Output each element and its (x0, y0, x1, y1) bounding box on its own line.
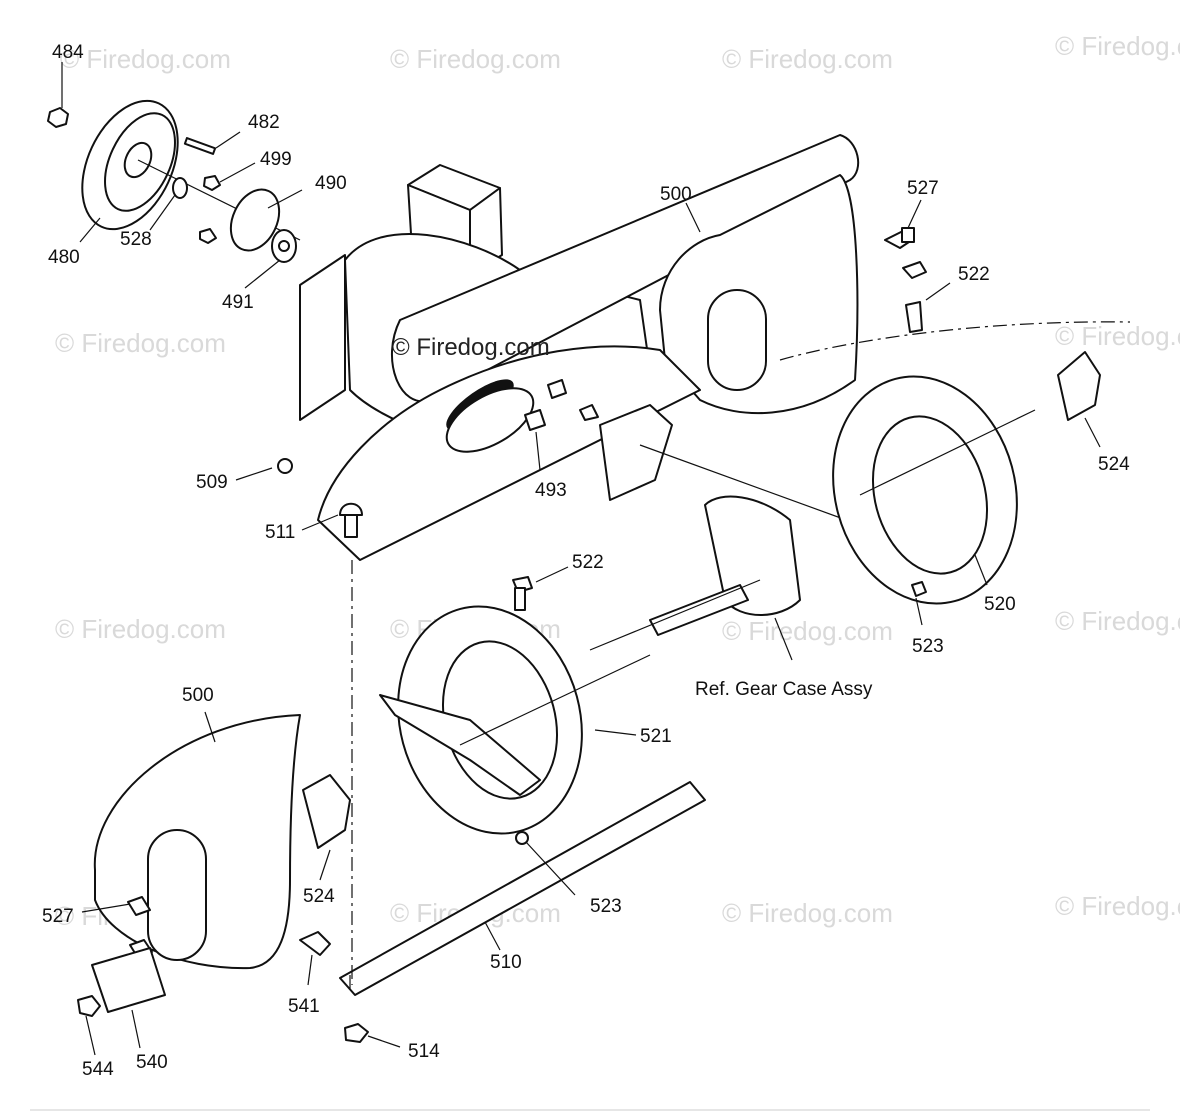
bolt-484 (47, 107, 69, 128)
watermark: © Firedog.com (390, 44, 561, 74)
callout-493: 493 (535, 480, 567, 501)
callout-509: 509 (196, 472, 228, 493)
callout-510: 510 (490, 952, 522, 973)
callout-523: 523 (590, 896, 622, 917)
callout-482: 482 (248, 112, 280, 133)
callout-544: 544 (82, 1059, 114, 1080)
watermark: © Firedog.com (1055, 321, 1180, 351)
dash-line (779, 321, 1131, 361)
auger-housing-500 (299, 134, 860, 561)
callout-540: 540 (136, 1052, 168, 1073)
nut-523-mid (911, 581, 927, 597)
spacer-528 (172, 177, 188, 199)
callout-520: 520 (984, 594, 1016, 615)
callout-500: 500 (660, 184, 692, 205)
callout-500: 500 (182, 685, 214, 706)
callout-491: 491 (222, 292, 254, 313)
pulley-480 (81, 99, 301, 241)
callout-523: 523 (912, 636, 944, 657)
callout-522: 522 (572, 552, 604, 573)
bearing-housing-490 (199, 175, 297, 263)
callout-527: 527 (42, 906, 74, 927)
watermark: © Firedog.com (722, 616, 893, 646)
auger-521 (379, 605, 651, 845)
watermark-center: © Firedog.com (392, 334, 550, 361)
callout-511: 511 (265, 522, 295, 543)
watermark: © Firedog.com (55, 614, 226, 644)
watermark: © Firedog.com (1055, 31, 1180, 61)
callout-480: 480 (48, 247, 80, 268)
bolt-541 (299, 931, 331, 956)
callout-484: 484 (52, 42, 84, 63)
bolt-527-top (884, 227, 915, 249)
watermark: © Firedog.com (1055, 606, 1180, 636)
watermark: © Firedog.com (55, 328, 226, 358)
leader-lines (61, 62, 1101, 1056)
bolt-522-mid (512, 576, 533, 611)
shave-plate-510 (339, 781, 706, 996)
nut-514 (344, 1023, 369, 1043)
callout-527: 527 (907, 178, 939, 199)
auger-520 (832, 351, 1101, 605)
watermark: © Firedog.com (60, 44, 231, 74)
bracket-540 (91, 947, 166, 1013)
watermark: © Firedog.com (1055, 891, 1180, 921)
callout-521: 521 (640, 726, 672, 747)
bolt-509 (277, 458, 293, 474)
callout-522: 522 (958, 264, 990, 285)
callout-514: 514 (408, 1041, 440, 1062)
carriage-bolt-511 (339, 502, 363, 538)
callout-490: 490 (315, 173, 347, 194)
nut-544 (77, 995, 101, 1017)
callouts: 484 482 499 490 480 528 491 500 527 522 … (42, 42, 1130, 1080)
side-housing-500-bottom (93, 714, 351, 970)
reference-label-gear-case: Ref. Gear Case Assy (695, 679, 873, 700)
watermark: © Firedog.com (722, 898, 893, 928)
callout-541: 541 (288, 996, 320, 1017)
key-482 (183, 137, 217, 155)
gear-case-assy (589, 404, 861, 651)
bolt-522-top (902, 261, 927, 333)
watermark: © Firedog.com (722, 44, 893, 74)
callout-524: 524 (1098, 454, 1130, 475)
callout-499: 499 (260, 149, 292, 170)
callout-528: 528 (120, 229, 152, 250)
bolts-493 (524, 379, 599, 431)
callout-524: 524 (303, 886, 335, 907)
